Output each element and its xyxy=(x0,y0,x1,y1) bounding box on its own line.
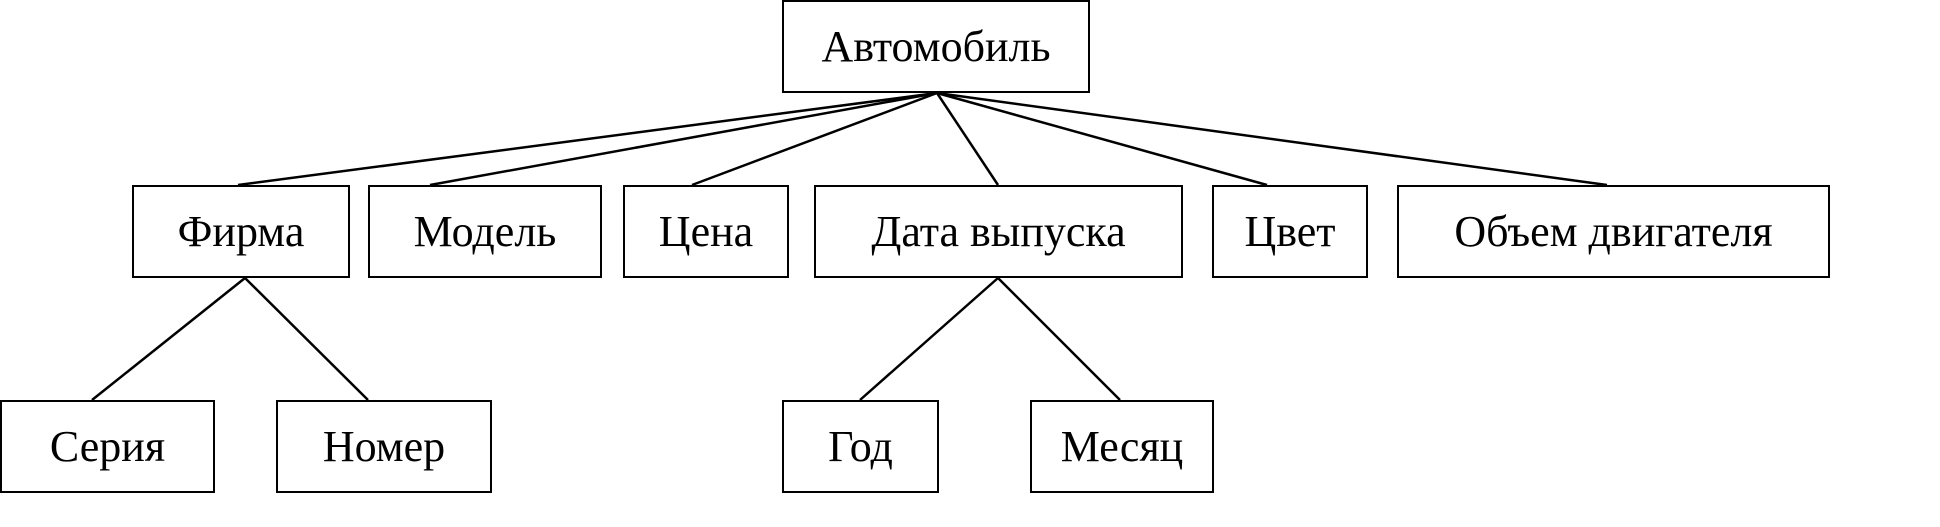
edge-firma-nomer xyxy=(244,277,369,401)
edge-avtomobil-obem xyxy=(936,91,1608,187)
node-label: Модель xyxy=(413,206,557,256)
node-label: Номер xyxy=(322,421,446,471)
node-mesyac: Месяц xyxy=(1030,400,1214,493)
node-label: Серия xyxy=(49,421,166,471)
edge-avtomobil-cvet xyxy=(936,91,1268,187)
edge-firma-seriya xyxy=(91,277,246,401)
node-label: Фирма xyxy=(177,206,305,256)
node-data-vypuska: Дата выпуска xyxy=(814,185,1183,278)
node-nomer: Номер xyxy=(276,400,492,493)
node-label: Месяц xyxy=(1060,421,1184,471)
node-model: Модель xyxy=(368,185,602,278)
edge-avtomobil-firma xyxy=(237,91,938,187)
node-label: Дата выпуска xyxy=(871,206,1126,256)
node-label: Цена xyxy=(658,206,754,256)
node-seriya: Серия xyxy=(0,400,215,493)
node-label: Год xyxy=(828,421,893,471)
node-god: Год xyxy=(782,400,939,493)
node-avtomobil: Автомобиль xyxy=(782,0,1090,93)
node-obem-dvigatelya: Объем двигателя xyxy=(1397,185,1830,278)
node-label: Цвет xyxy=(1244,206,1336,256)
edge-avtomobil-cena xyxy=(691,91,938,187)
node-cena: Цена xyxy=(623,185,789,278)
node-firma: Фирма xyxy=(132,185,350,278)
node-cvet: Цвет xyxy=(1212,185,1368,278)
edge-avtomobil-model xyxy=(429,91,938,187)
edge-avtomobil-data xyxy=(935,92,1000,186)
edge-data-mesyac xyxy=(997,277,1121,401)
edge-data-god xyxy=(859,277,999,401)
node-label: Автомобиль xyxy=(821,21,1051,71)
node-label: Объем двигателя xyxy=(1454,206,1773,256)
